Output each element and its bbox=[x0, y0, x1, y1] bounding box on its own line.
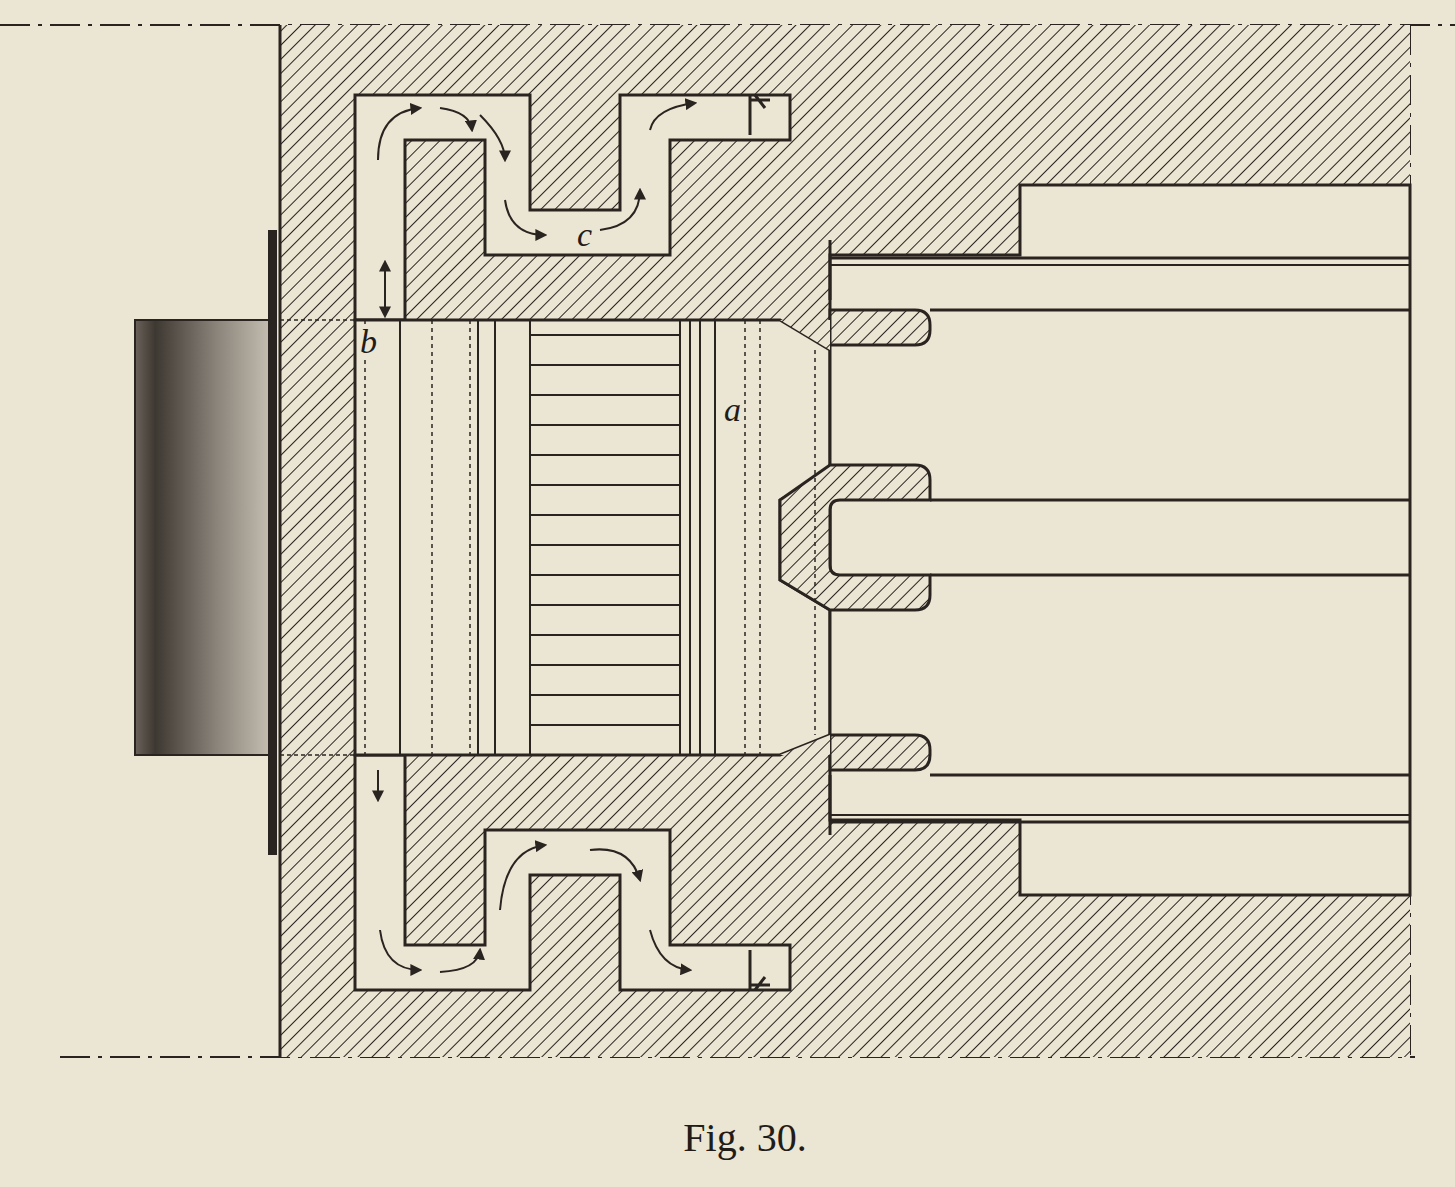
part-letter: a bbox=[722, 393, 743, 427]
figure-caption: Fig. 30. bbox=[683, 1118, 806, 1158]
part-letter: c bbox=[575, 218, 594, 252]
part-letter: b bbox=[358, 325, 379, 359]
